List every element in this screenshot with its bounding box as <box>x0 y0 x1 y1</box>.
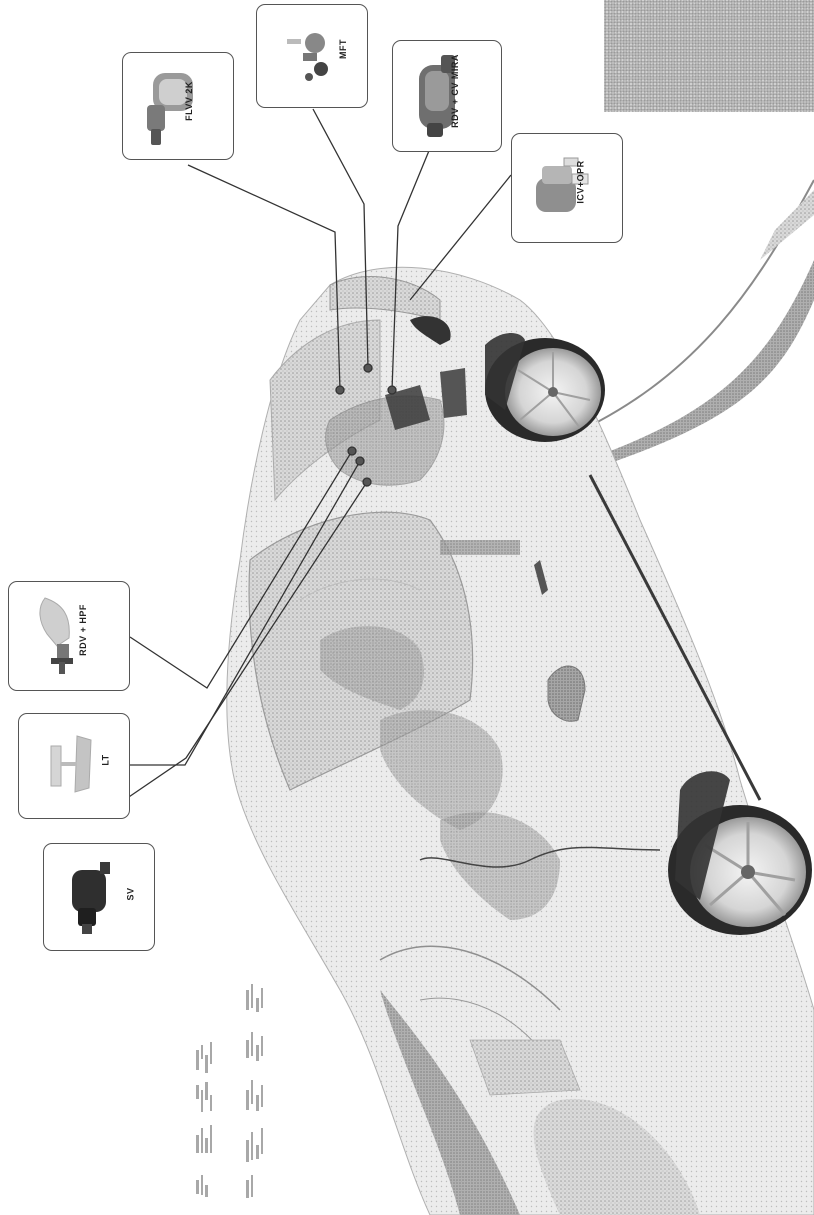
callout-label: SV <box>125 887 135 900</box>
callout-label: FLVV 2K <box>184 81 194 121</box>
callout-mft: MFT <box>256 4 368 108</box>
callout-lt: LT <box>18 713 130 819</box>
callout-label: ICV+OPR <box>575 160 585 203</box>
callout-flvv-2k: FLVV 2K <box>122 52 234 160</box>
callout-rdv-cv-mira: RDV + CV MIRA <box>392 40 502 152</box>
level-transmitter-icon <box>33 726 103 806</box>
callout-label: LT <box>100 754 110 765</box>
callout-label: RDV + HPF <box>78 604 88 656</box>
callout-icv-opr: ICV+OPR <box>511 133 623 243</box>
solenoid-valve-icon <box>56 858 126 938</box>
connector-icon <box>273 21 343 91</box>
callout-label: RDV + CV MIRA <box>450 54 460 128</box>
canister-valve-icon <box>403 51 473 141</box>
callout-rdv-hpf: RDV + HPF <box>8 581 130 691</box>
callout-label: MFT <box>338 39 348 59</box>
callout-sv: SV <box>43 843 155 951</box>
